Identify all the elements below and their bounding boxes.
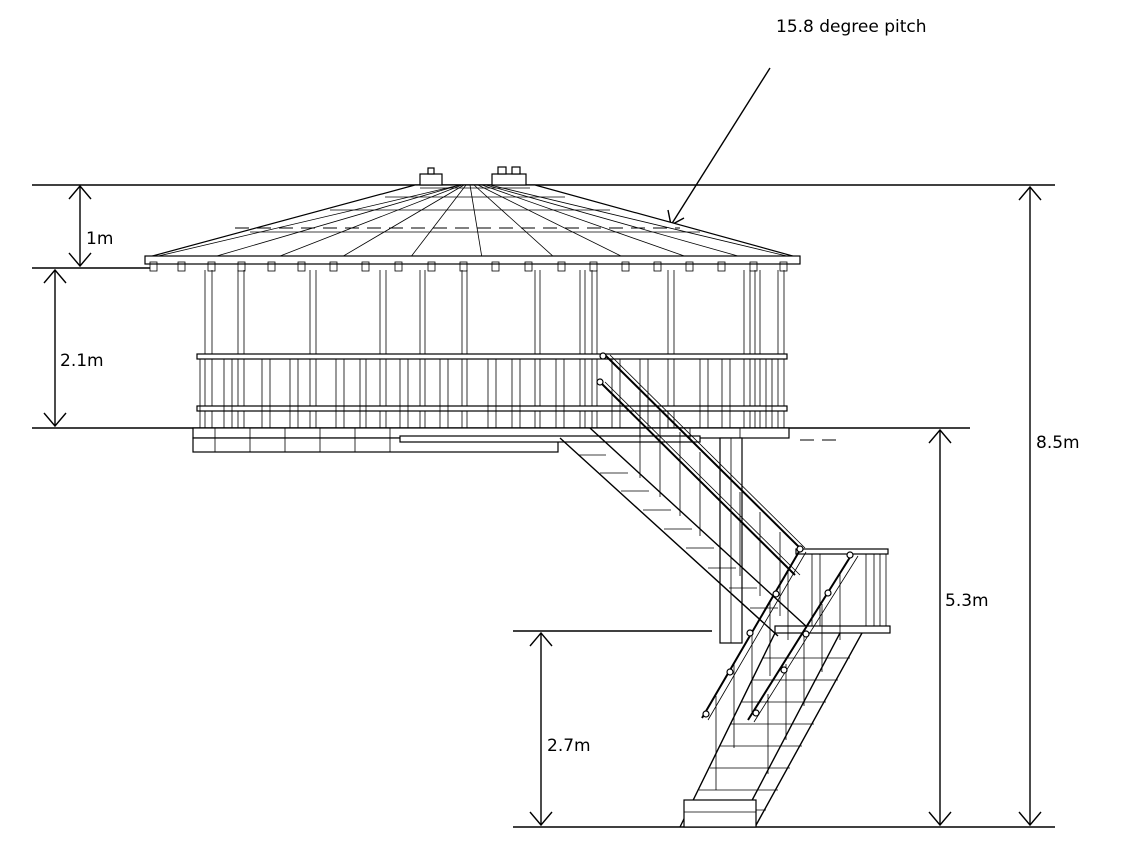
roof xyxy=(144,166,801,272)
handrail-bolts xyxy=(596,352,854,718)
dimension-total-height xyxy=(1018,185,1042,827)
platform-height-label: 5.3m xyxy=(945,591,989,611)
railing-balusters xyxy=(199,359,773,428)
landing-balusters xyxy=(811,554,887,626)
lower-stair-flight xyxy=(596,352,863,828)
upper-stair-balusters xyxy=(639,392,781,616)
stair-landing xyxy=(774,548,891,634)
dimension-platform-height xyxy=(928,428,952,827)
roof-fascia xyxy=(144,255,801,265)
lower-stringer-right xyxy=(754,632,863,828)
landing-deck xyxy=(774,625,891,634)
dimension-wall-height xyxy=(43,268,67,428)
lower-stringer-left xyxy=(679,632,776,828)
reference-lines xyxy=(32,184,1055,828)
eave-rafter-tails xyxy=(149,261,788,272)
roof-vents xyxy=(419,166,527,186)
deck-railing xyxy=(196,353,788,428)
pitch-leader-arrow xyxy=(667,67,771,227)
upper-stringer-right xyxy=(589,427,809,629)
total-height-label: 8.5m xyxy=(1036,433,1080,453)
upper-stair-flight xyxy=(559,354,809,637)
wall-posts xyxy=(204,270,785,428)
top-rail xyxy=(196,353,788,360)
wall-height-label: 2.1m xyxy=(60,351,104,371)
landing-top-rail xyxy=(795,548,889,555)
floor-platform xyxy=(192,427,838,644)
upper-stringer-left xyxy=(559,437,779,637)
floor-bearer xyxy=(399,435,701,443)
upper-handrail-outer xyxy=(604,354,801,549)
pitch-label: 15.8 degree pitch xyxy=(776,17,927,37)
dimension-roof-height xyxy=(68,184,92,268)
stair-base xyxy=(683,799,757,828)
lower-handrail-inner xyxy=(747,553,853,721)
upper-stair-treads xyxy=(578,454,778,609)
landing-height-label: 2.7m xyxy=(547,736,591,756)
roof-rafters xyxy=(149,184,796,259)
upper-handrail-inner xyxy=(599,381,796,576)
lower-stair-treads xyxy=(688,657,850,811)
bottom-rail xyxy=(196,405,788,412)
roof-surface xyxy=(144,184,801,259)
lower-stair-balusters xyxy=(715,570,841,790)
roof-height-label: 1m xyxy=(86,229,113,249)
dimension-landing-height xyxy=(529,631,553,827)
